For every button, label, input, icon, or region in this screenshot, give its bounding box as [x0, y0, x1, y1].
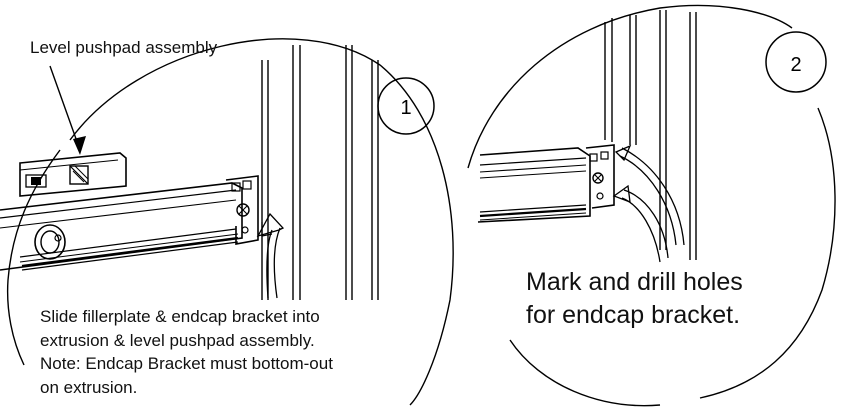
step1-instruction-line: Note: Endcap Bracket must bottom-out: [40, 354, 333, 373]
level-pushpad-assembly: [19, 152, 127, 197]
step1-detail-circle: [69, 38, 454, 406]
step1-instructions: Slide fillerplate & endcap bracket into …: [40, 305, 333, 399]
extrusion: [0, 182, 243, 271]
step2-instructions: Mark and drill holes for endcap bracket.: [526, 266, 743, 332]
pushpad-slot-right: [69, 165, 89, 185]
extrusion-step2: [477, 147, 591, 223]
pushpad-slot-left: [25, 174, 47, 188]
step2-instruction-line: for endcap bracket.: [526, 301, 741, 329]
extrusion-knob: [34, 224, 66, 260]
step1-detail-view: 1: [0, 38, 454, 406]
step2-number-badge: 2: [765, 31, 827, 93]
step1-instruction-line: Slide fillerplate & endcap bracket into: [40, 307, 320, 326]
step1-number-badge: 1: [377, 77, 435, 135]
step2-detail-circle-bottom: [509, 339, 661, 407]
endcap-bracket-step2: [585, 144, 615, 209]
step2-instruction-line: Mark and drill holes: [526, 268, 743, 296]
endcap-bracket-step1: [225, 175, 259, 245]
drill-hole-arrows: [612, 144, 685, 263]
step1-number: 1: [400, 97, 411, 119]
pushpad-callout-arrow: [49, 65, 86, 155]
step2-detail-circle-top: [467, 4, 793, 169]
step2-number: 2: [790, 54, 801, 76]
slide-arrows: [256, 212, 285, 299]
step2-frame-lines: [604, 10, 697, 260]
step1-instruction-line: on extrusion.: [40, 377, 138, 397]
step1-instruction-line: extrusion & level pushpad assembly.: [40, 330, 315, 350]
step1-frame-lines: [261, 45, 379, 300]
step2-detail-circle-right: [699, 107, 836, 399]
step2-detail-view: 2: [467, 4, 836, 407]
pushpad-callout-label: Level pushpad assembly: [30, 38, 218, 57]
